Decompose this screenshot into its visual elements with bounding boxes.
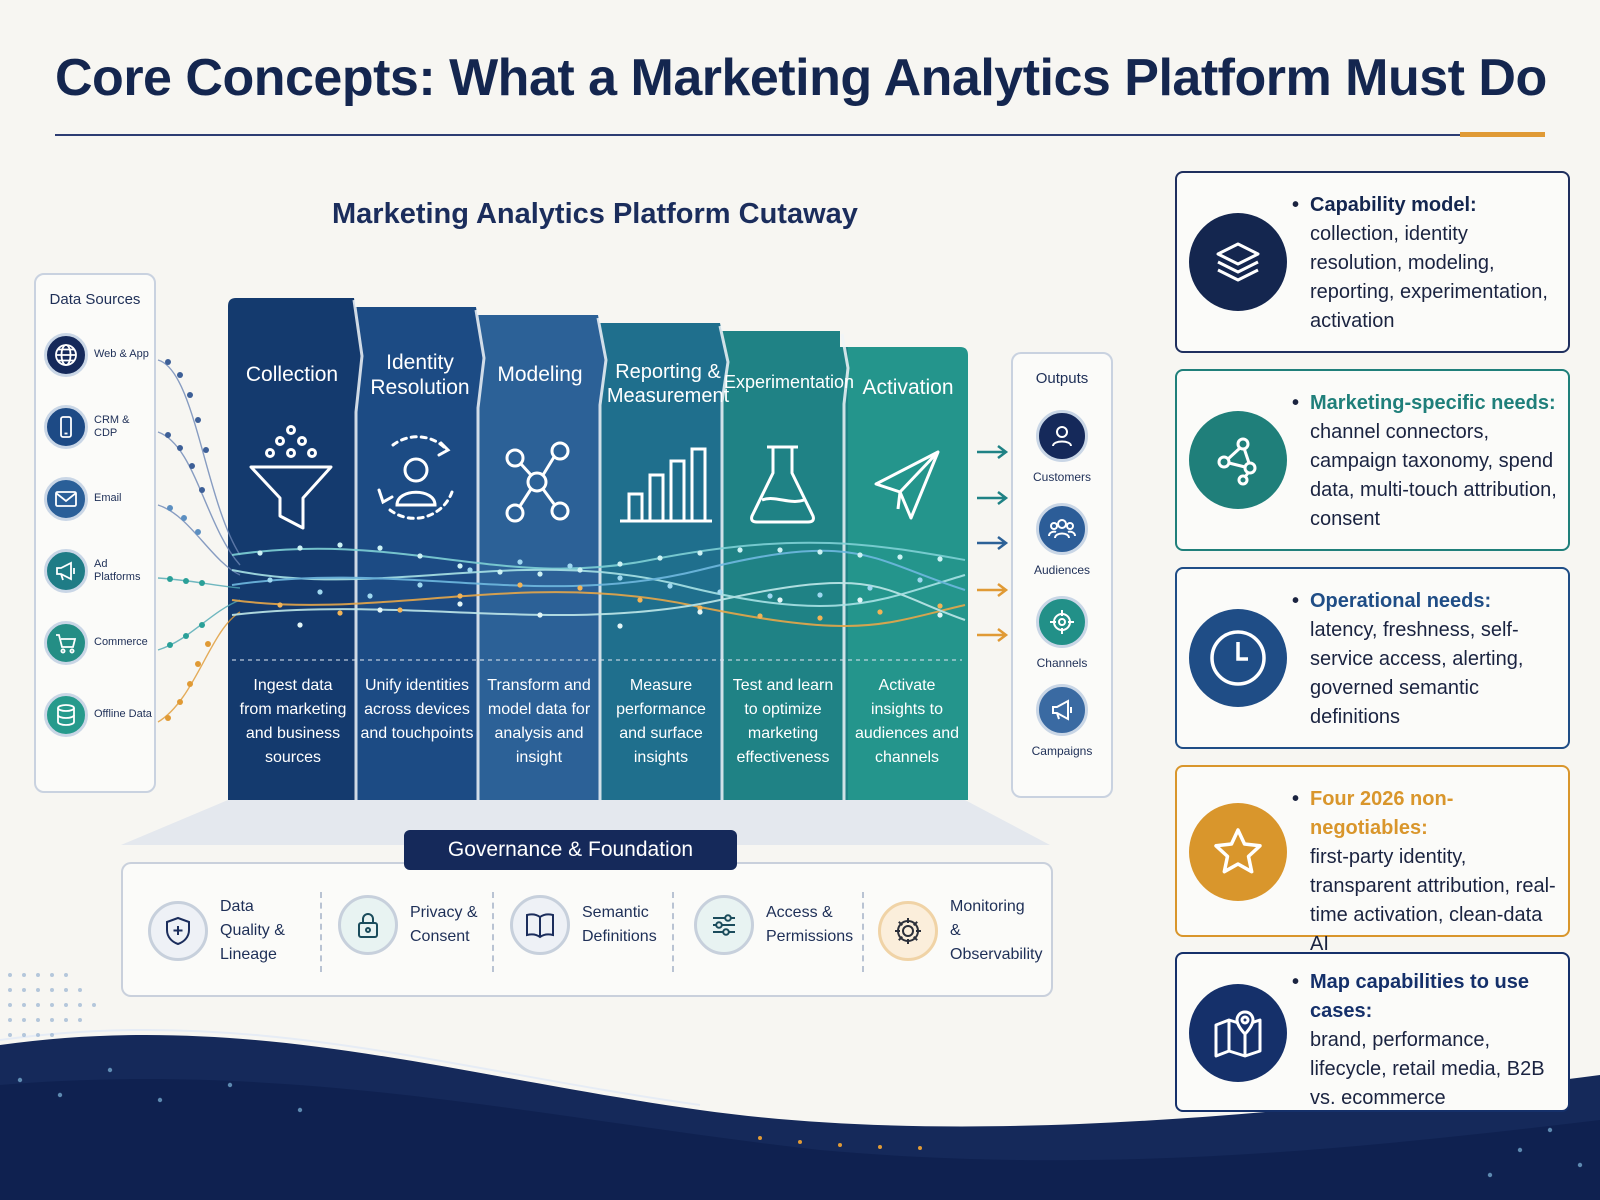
output-label: Audiences bbox=[1033, 563, 1091, 577]
outputs-heading: Outputs bbox=[1035, 370, 1089, 387]
stage-desc-activation: Activate insights to audiences and chann… bbox=[854, 677, 960, 766]
card-capability-model: Capability model: collection, identity r… bbox=[1175, 171, 1570, 353]
megaphone-icon bbox=[44, 549, 88, 593]
diagram-title: Marketing Analytics Platform Cutaway bbox=[332, 198, 858, 230]
stage-title-collection: Collection bbox=[245, 363, 339, 386]
governance-label: Semantic Definitions bbox=[582, 904, 657, 945]
source-label: Commerce bbox=[94, 636, 148, 649]
source-label: CRM & CDP bbox=[94, 413, 130, 439]
card-heading: Capability model: bbox=[1292, 191, 1562, 220]
card-body: first-party identity, transparent attrib… bbox=[1310, 846, 1556, 955]
card-heading: Operational needs: bbox=[1292, 587, 1562, 616]
person-icon bbox=[1036, 410, 1088, 462]
stage-title-identity-resolution: Identity Resolution bbox=[370, 351, 470, 400]
output-label: Customers bbox=[1032, 470, 1091, 484]
layers-icon bbox=[1189, 213, 1287, 311]
card-body: channel connectors, campaign taxonomy, s… bbox=[1310, 421, 1557, 530]
database-icon bbox=[44, 693, 88, 737]
card-heading: Map capabilities to use cases: bbox=[1292, 968, 1562, 1026]
page-title: Core Concepts: What a Marketing Analytic… bbox=[55, 49, 1547, 107]
nodes-icon bbox=[1189, 411, 1287, 509]
governance-divider bbox=[862, 892, 864, 972]
governance-divider bbox=[672, 892, 674, 972]
group-icon bbox=[1036, 503, 1088, 555]
source-item-offline-data: Offline Data bbox=[44, 693, 154, 737]
stage-desc-reporting-measurement: Measure performance and surface insights bbox=[616, 677, 706, 766]
stage-title-activation: Activation bbox=[862, 376, 954, 399]
data-sources-panel: Data Sources Web & App CRM & CDP Email A… bbox=[34, 273, 156, 793]
card-body: collection, identity resolution, modelin… bbox=[1310, 223, 1548, 332]
card-heading: Four 2026 non-negotiables: bbox=[1292, 785, 1562, 843]
governance-item-semantic-definitions: Semantic Definitions bbox=[510, 895, 657, 955]
source-item-ad-platforms: Ad Platforms bbox=[44, 549, 141, 593]
governance-divider bbox=[492, 892, 494, 972]
output-item-campaigns: Campaigns bbox=[1013, 684, 1111, 758]
governance-title: Governance & Foundation bbox=[404, 830, 737, 870]
card-operational-needs: Operational needs: latency, freshness, s… bbox=[1175, 567, 1570, 749]
phone-icon bbox=[44, 405, 88, 449]
governance-divider bbox=[320, 892, 322, 972]
shield-icon bbox=[148, 901, 208, 961]
book-icon bbox=[510, 895, 570, 955]
governance-label: Privacy & Consent bbox=[410, 904, 478, 945]
source-item-crm-cdp: CRM & CDP bbox=[44, 405, 154, 449]
card-body: brand, performance, lifecycle, retail me… bbox=[1310, 1029, 1545, 1109]
lock-icon bbox=[338, 895, 398, 955]
title-divider bbox=[55, 134, 1545, 136]
card-heading: Marketing-specific needs: bbox=[1292, 389, 1562, 418]
stage-desc-collection: Ingest data from marketing and business … bbox=[239, 677, 347, 766]
sliders-icon bbox=[694, 895, 754, 955]
governance-item-access: Access & Permissions bbox=[694, 895, 854, 955]
card-marketing-needs: Marketing-specific needs: channel connec… bbox=[1175, 369, 1570, 551]
card-use-cases: Map capabilities to use cases: brand, pe… bbox=[1175, 952, 1570, 1112]
source-label: Ad Platforms bbox=[94, 557, 141, 583]
globe-icon bbox=[44, 333, 88, 377]
cart-icon bbox=[44, 621, 88, 665]
star-icon bbox=[1189, 803, 1287, 901]
source-item-commerce: Commerce bbox=[44, 621, 154, 665]
governance-label: Access & Permissions bbox=[766, 904, 854, 945]
title-accent-bar bbox=[1460, 132, 1545, 137]
target-icon bbox=[1036, 596, 1088, 648]
source-label: Email bbox=[94, 492, 122, 505]
outputs-panel: Outputs Customers Audiences Channels Cam… bbox=[1011, 352, 1113, 798]
stage-title-modeling: Modeling bbox=[497, 363, 583, 386]
output-item-audiences: Audiences bbox=[1013, 503, 1111, 577]
governance-label: Data Quality & Lineage bbox=[220, 898, 285, 963]
source-item-web-app: Web & App bbox=[44, 333, 154, 377]
source-item-email: Email bbox=[44, 477, 154, 521]
card-non-negotiables: Four 2026 non-negotiables: first-party i… bbox=[1175, 765, 1570, 955]
output-item-channels: Channels bbox=[1013, 596, 1111, 670]
governance-item-privacy: Privacy & Consent bbox=[338, 895, 484, 955]
output-item-customers: Customers bbox=[1013, 410, 1111, 484]
governance-item-data-quality: Data Quality & Lineage bbox=[148, 895, 302, 967]
governance-label: Monitoring & Observability bbox=[950, 898, 1043, 963]
governance-item-monitoring: Monitoring & Observability bbox=[878, 895, 1043, 967]
stage-title-reporting-measurement: Reporting & Measurement bbox=[606, 361, 730, 407]
map-pin-icon bbox=[1189, 984, 1287, 1082]
output-label: Campaigns bbox=[1031, 744, 1093, 758]
stage-desc-modeling: Transform and model data for analysis an… bbox=[487, 677, 591, 766]
source-label: Web & App bbox=[94, 348, 149, 361]
stage-desc-experimentation: Test and learn to optimize marketing eff… bbox=[732, 677, 834, 766]
source-label: Offline Data bbox=[94, 708, 152, 721]
stage-desc-identity-resolution: Unify identities across devices and touc… bbox=[360, 677, 474, 742]
clock-icon bbox=[1189, 609, 1287, 707]
stage-title-experimentation: Experimentation bbox=[724, 372, 855, 392]
gear-icon bbox=[878, 901, 938, 961]
megaphone-icon bbox=[1036, 684, 1088, 736]
output-label: Channels bbox=[1036, 656, 1088, 670]
data-sources-heading: Data Sources bbox=[49, 291, 141, 308]
envelope-icon bbox=[44, 477, 88, 521]
card-body: latency, freshness, self-service access,… bbox=[1310, 619, 1524, 728]
